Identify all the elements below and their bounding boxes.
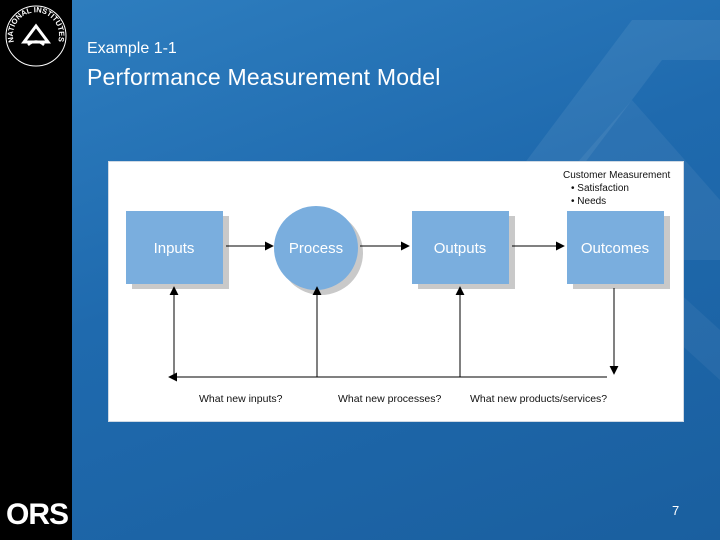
- slide-subtitle: Example 1-1: [87, 40, 177, 57]
- customer-measurement-item-satisfaction: • Satisfaction: [571, 183, 629, 194]
- feedback-label-products: What new products/services?: [470, 393, 607, 405]
- slide-title: Performance Measurement Model: [87, 64, 441, 90]
- slide-number: 7: [672, 503, 680, 518]
- process-circle: [274, 206, 358, 290]
- process-label: Process: [289, 240, 343, 257]
- customer-measurement-item-needs: • Needs: [571, 196, 606, 207]
- outputs-label: Outputs: [434, 240, 487, 257]
- inputs-box: [126, 211, 223, 284]
- sidebar: NATIONAL INSTITUTES OF HEALTH ORS: [0, 0, 72, 540]
- diagram-panel: Customer Measurement • Satisfaction • Ne…: [108, 161, 684, 422]
- ors-logo: ORS: [6, 498, 69, 531]
- customer-measurement-title: Customer Measurement: [563, 170, 670, 181]
- seal-text: NATIONAL INSTITUTES OF HEALTH: [4, 4, 66, 43]
- feedback-label-inputs: What new inputs?: [199, 393, 283, 405]
- performance-measurement-diagram: Customer Measurement • Satisfaction • Ne…: [126, 170, 670, 405]
- outputs-box: [412, 211, 509, 284]
- inputs-label: Inputs: [154, 240, 195, 257]
- nih-seal-logo: NATIONAL INSTITUTES OF HEALTH: [4, 4, 67, 67]
- outcomes-label: Outcomes: [581, 240, 649, 257]
- feedback-label-processes: What new processes?: [338, 393, 441, 405]
- outcomes-box: [567, 211, 664, 284]
